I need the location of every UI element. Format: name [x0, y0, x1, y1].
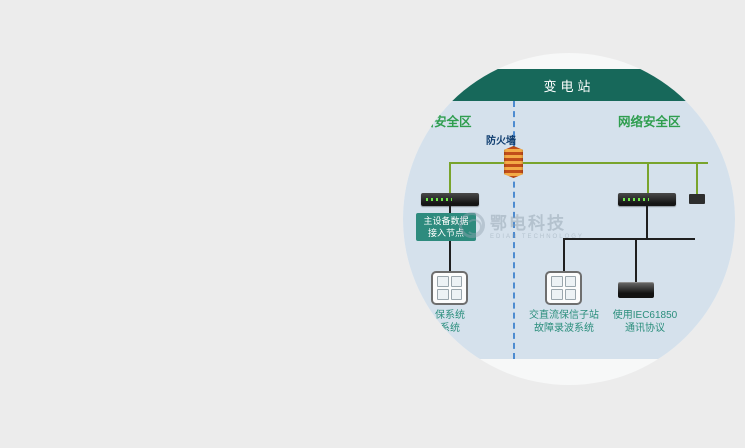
clipped-device — [689, 194, 705, 204]
switch-led-strip — [623, 198, 649, 201]
protocol-converter-box — [618, 282, 654, 298]
network-switch-right — [618, 193, 676, 206]
access-node-line1: 主设备数据 — [423, 216, 469, 226]
system-label-left-line1: 保系统 — [435, 310, 465, 321]
bus-drop-right — [647, 162, 649, 193]
link-to-center-device — [563, 238, 565, 271]
bus-drop-far-right — [696, 162, 698, 194]
system-label-right: 使用IEC61850 通讯协议 — [601, 309, 689, 335]
device-cell — [437, 276, 449, 287]
security-zone-divider — [513, 101, 515, 359]
link-switch-to-node — [449, 206, 451, 213]
system-label-center-line2: 故障录波系统 — [534, 323, 594, 334]
link-to-converter — [635, 238, 637, 282]
system-label-left: 保系统 系统 — [411, 309, 489, 335]
zone-label-left: 网络安全区 — [409, 115, 472, 129]
system-label-right-line2: 通讯协议 — [625, 323, 665, 334]
access-node-box: 主设备数据 接入节点 — [416, 213, 476, 241]
device-cell — [450, 276, 462, 287]
diagram-title-bar: 变电站 — [403, 69, 735, 101]
network-switch-left — [421, 193, 479, 206]
device-cell — [551, 276, 563, 287]
diagram-title: 变电站 — [543, 78, 595, 94]
system-label-left-line2: 系统 — [440, 323, 460, 334]
zone-label-right: 网络安全区 — [618, 115, 681, 129]
link-switch-right-down — [646, 206, 648, 238]
device-cell — [551, 289, 563, 300]
bus-line-horizontal — [449, 162, 708, 164]
device-cell — [437, 289, 449, 300]
switch-led-strip — [426, 198, 452, 201]
access-node-line2: 接入节点 — [427, 228, 464, 238]
firewall-label: 防火墙 — [486, 136, 516, 147]
protection-device-left — [431, 271, 468, 305]
protection-device-center — [545, 271, 582, 305]
system-label-center-line1: 交直流保信子站 — [529, 310, 599, 321]
diagram-circle: 变电站 网络安全区 网络安全区 防火墙 主设备数据 接入节点 — [403, 53, 735, 385]
device-cell — [450, 289, 462, 300]
device-cell — [564, 289, 576, 300]
firewall-icon — [504, 146, 523, 178]
link-bus-right — [563, 238, 695, 240]
device-cell — [564, 276, 576, 287]
bus-drop-left — [449, 162, 451, 193]
system-label-center: 交直流保信子站 故障录波系统 — [518, 309, 610, 335]
system-label-right-line1: 使用IEC61850 — [612, 310, 678, 321]
link-node-to-device — [449, 241, 451, 271]
